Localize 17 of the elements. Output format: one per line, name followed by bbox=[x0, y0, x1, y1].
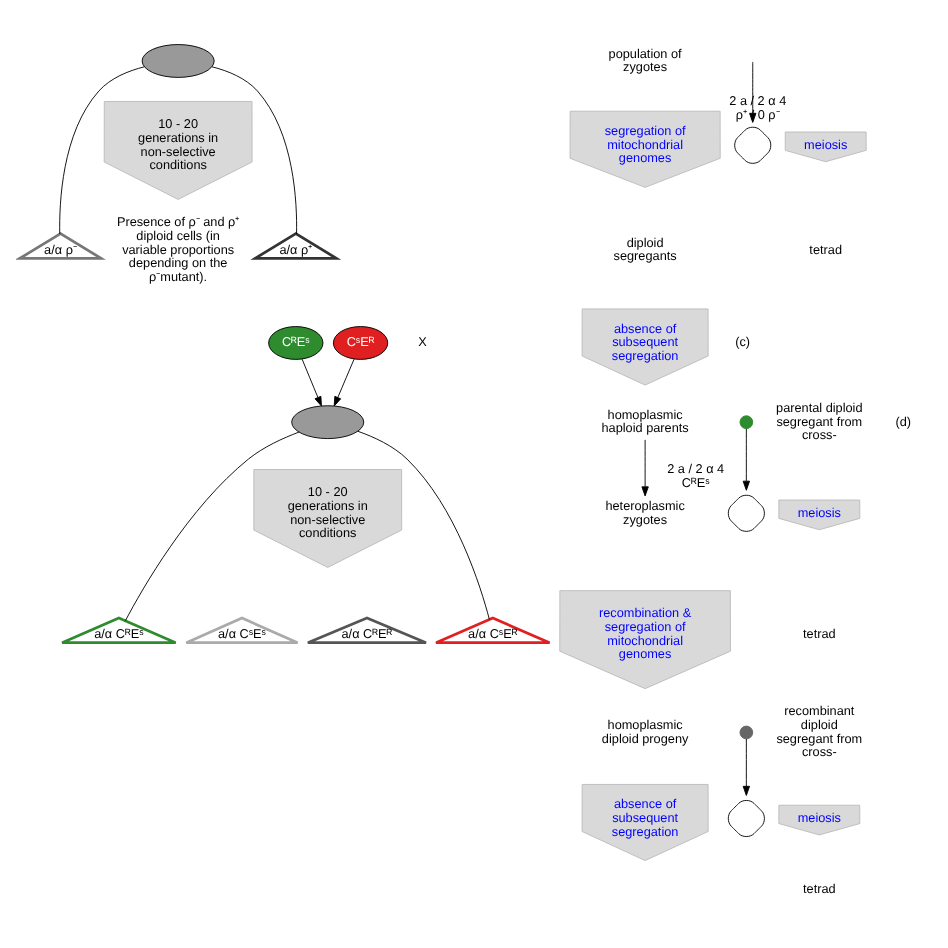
arrow bbox=[641, 438, 649, 496]
node-diamond bbox=[734, 125, 772, 163]
connector bbox=[211, 65, 298, 234]
arrow bbox=[742, 737, 750, 795]
node-cells bbox=[291, 404, 365, 439]
connector bbox=[125, 430, 300, 621]
node-circle bbox=[739, 414, 754, 428]
node-diamond bbox=[727, 799, 765, 836]
arrow bbox=[742, 427, 750, 490]
node-circle bbox=[739, 724, 754, 739]
node-diamond bbox=[727, 493, 765, 531]
arrow bbox=[333, 357, 355, 406]
node-cells bbox=[141, 43, 215, 77]
connector bbox=[59, 65, 145, 234]
arrow bbox=[301, 357, 322, 406]
connector bbox=[357, 429, 490, 619]
arrow bbox=[749, 60, 757, 122]
